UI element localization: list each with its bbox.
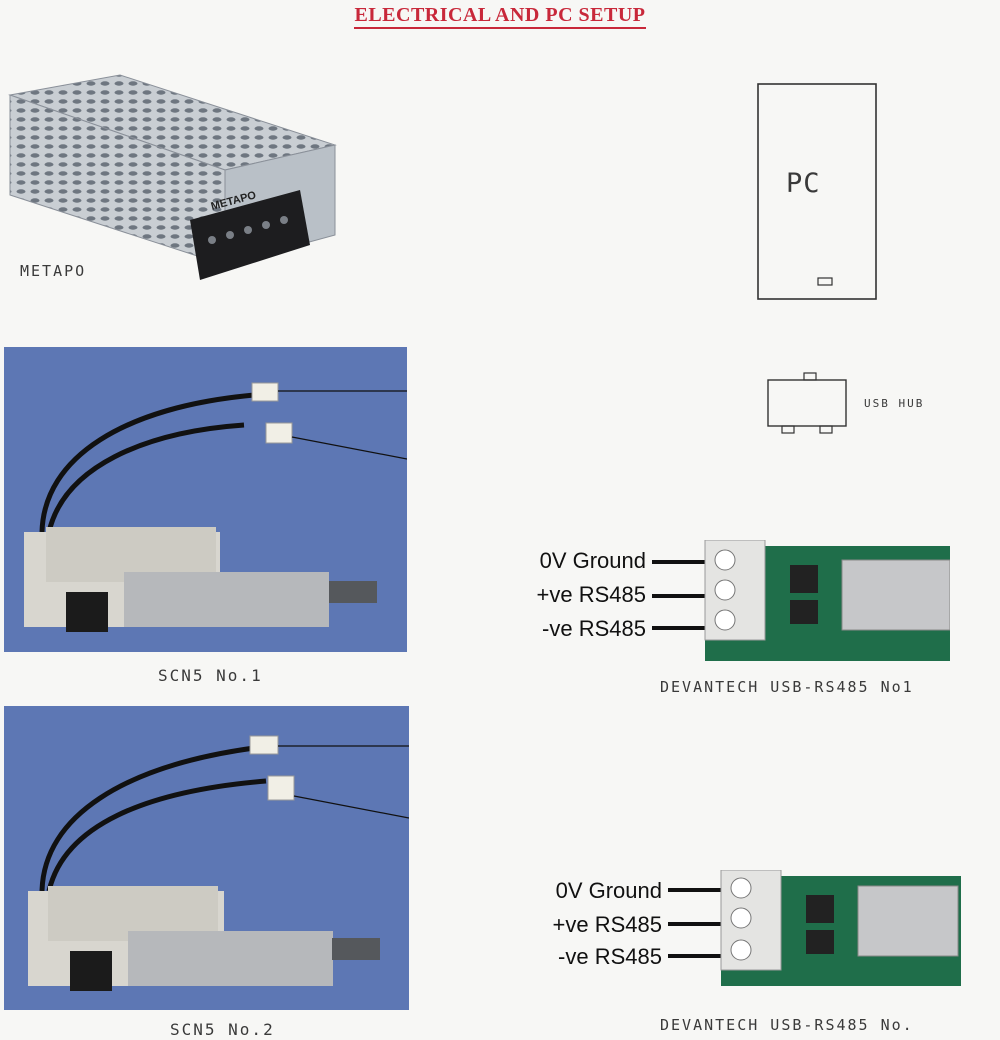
converter-2-pin-negative: -ve RS485 — [558, 944, 662, 969]
actuator-2-caption: SCN5 No.2 — [170, 1020, 275, 1039]
actuator-photo-2 — [4, 706, 410, 1010]
converter-1-pin-negative: -ve RS485 — [542, 616, 646, 641]
converter-1-pin-ground: 0V Ground — [539, 548, 646, 573]
actuator-1-caption: SCN5 No.1 — [158, 666, 263, 685]
psu-caption: METAPO — [20, 262, 87, 280]
power-supply-image: METAPO — [8, 74, 337, 280]
pc-sketch — [757, 83, 877, 300]
converter-2-pin-positive: +ve RS485 — [552, 912, 662, 937]
actuator-photo-1 — [4, 347, 408, 652]
converter-2-pin-ground: 0V Ground — [555, 878, 662, 903]
converter-1-pin-positive: +ve RS485 — [536, 582, 646, 607]
converter-1-board — [652, 540, 950, 661]
usb-port-icon — [817, 277, 833, 286]
pc-label: PC — [786, 168, 821, 199]
converter-2-board — [668, 870, 961, 986]
converter-1-caption: DEVANTECH USB-RS485 No1 — [660, 678, 914, 696]
usb-hub-label: USB HUB — [864, 397, 925, 410]
usb-hub-sketch — [767, 372, 847, 434]
converter-2-caption: DEVANTECH USB-RS485 No. — [660, 1016, 914, 1034]
page-title: ELECTRICAL AND PC SETUP — [0, 4, 1000, 29]
